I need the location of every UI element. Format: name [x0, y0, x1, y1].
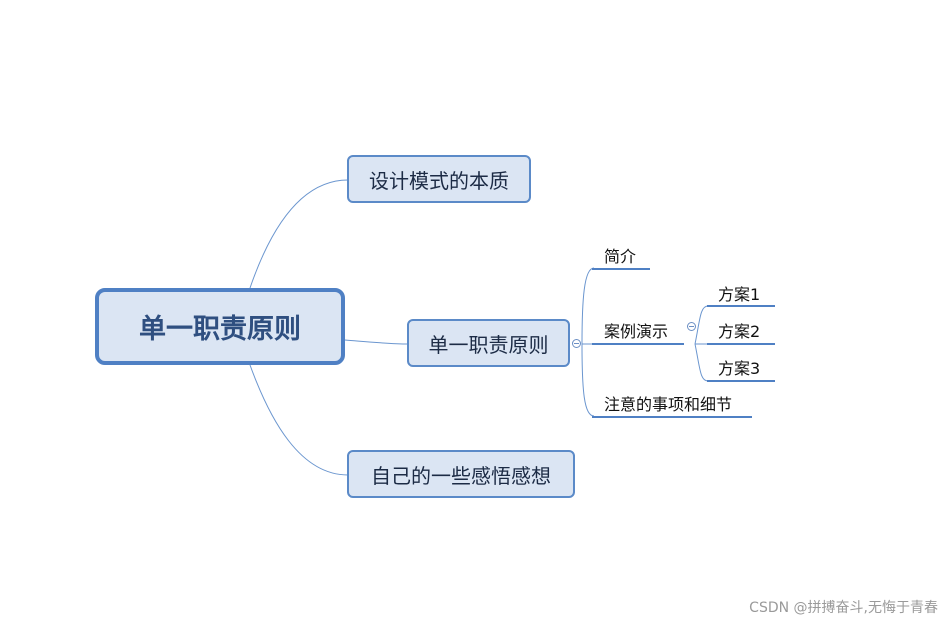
- case-underline: [707, 305, 775, 307]
- case-plan-1[interactable]: 方案1: [718, 285, 761, 304]
- root-topic-label: 单一职责原则: [139, 314, 301, 345]
- collapse-toggle-icon[interactable]: [572, 339, 581, 348]
- branch-label: 单一职责原则: [428, 332, 549, 357]
- subtopic-underline: [592, 343, 684, 345]
- branch-single-responsibility[interactable]: 单一职责原则: [407, 319, 570, 367]
- subtopic-intro[interactable]: 简介: [604, 247, 637, 266]
- branch-label: 自己的一些感悟感想: [371, 463, 551, 488]
- subtopic-underline: [592, 268, 650, 270]
- root-topic[interactable]: 单一职责原则: [95, 288, 345, 365]
- subtopic-notes[interactable]: 注意的事项和细节: [604, 395, 733, 414]
- case-underline: [707, 380, 775, 382]
- case-plan-3[interactable]: 方案3: [718, 359, 761, 378]
- branch-label: 设计模式的本质: [369, 168, 509, 193]
- subtopic-underline: [592, 416, 752, 418]
- branch-personal-insights[interactable]: 自己的一些感悟感想: [347, 450, 575, 498]
- watermark: CSDN @拼搏奋斗,无悔于青春: [749, 600, 938, 616]
- case-underline: [707, 343, 775, 345]
- collapse-toggle-icon[interactable]: [687, 322, 696, 331]
- case-plan-2[interactable]: 方案2: [718, 322, 761, 341]
- branch-design-pattern-essence[interactable]: 设计模式的本质: [347, 155, 531, 203]
- subtopic-case-demo[interactable]: 案例演示: [604, 322, 669, 341]
